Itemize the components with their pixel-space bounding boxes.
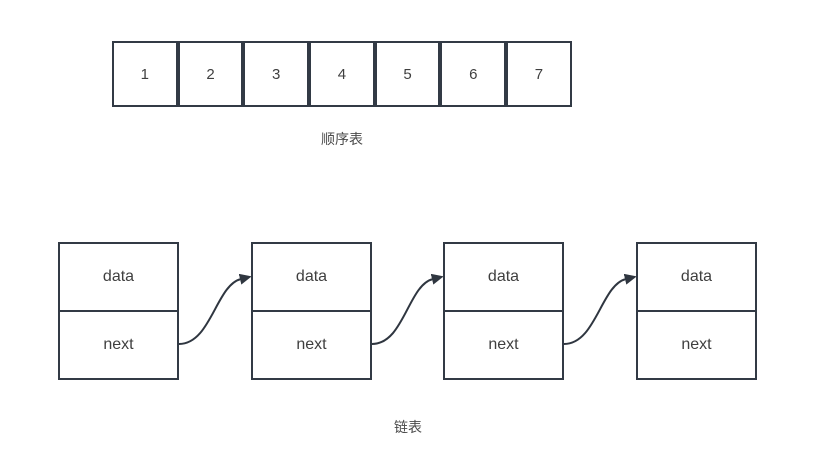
next-pointer-arrow-1 <box>178 273 252 345</box>
next-pointer-arrow-2 <box>371 273 444 345</box>
next-pointer-arrow-3 <box>563 273 637 345</box>
node-data-field: data <box>638 244 755 312</box>
sequential-list: 1 2 3 4 5 6 7 <box>112 41 572 107</box>
linked-list-node: data next <box>636 242 757 380</box>
node-next-field: next <box>488 336 519 353</box>
node-data-field: data <box>445 244 562 312</box>
array-cell: 6 <box>440 41 507 107</box>
node-next-field: next <box>103 336 134 353</box>
array-cell: 2 <box>177 41 244 107</box>
array-cell: 1 <box>112 41 178 107</box>
array-cell: 5 <box>374 41 441 107</box>
linked-list-node: data next <box>58 242 179 380</box>
linked-list-node: data next <box>251 242 372 380</box>
sequential-list-label: 顺序表 <box>321 131 363 147</box>
linked-list-label: 链表 <box>394 419 422 435</box>
array-cell: 3 <box>243 41 310 107</box>
node-next-field: next <box>681 336 712 353</box>
node-data-field: data <box>253 244 370 312</box>
linked-list-node: data next <box>443 242 564 380</box>
node-next-field: next <box>296 336 327 353</box>
array-cell: 7 <box>506 41 572 107</box>
node-data-field: data <box>60 244 177 312</box>
array-cell: 4 <box>309 41 375 107</box>
